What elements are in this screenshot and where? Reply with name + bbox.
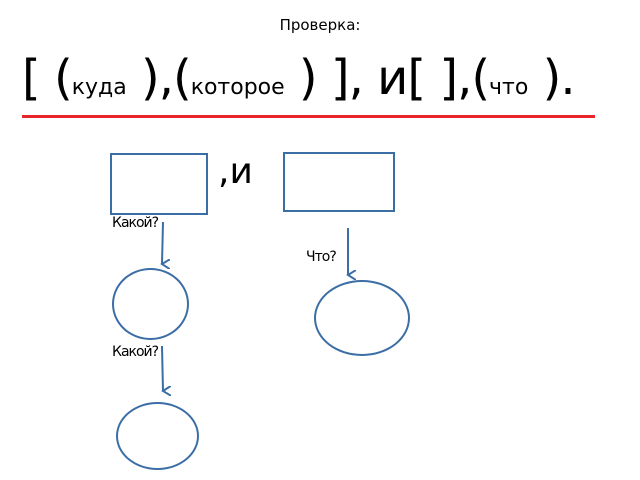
question-left-2: Какой? xyxy=(112,344,159,360)
arrow-left-2 xyxy=(161,345,163,391)
scheme-part-1: [ ( xyxy=(22,50,73,106)
scheme-word-chto: что xyxy=(489,75,529,100)
scheme-part-2: ),( xyxy=(126,50,192,106)
question-left-1: Какой? xyxy=(112,215,159,231)
conjunction: ,и xyxy=(218,151,253,192)
subordinate-clause-oval-3 xyxy=(314,280,410,356)
arrow-left-1 xyxy=(162,221,163,264)
question-right: Что? xyxy=(306,249,337,265)
subordinate-clause-oval-2 xyxy=(116,402,199,470)
scheme-part-3: ) ], и[ ],( xyxy=(284,50,490,106)
main-clause-box-right xyxy=(283,152,395,212)
scheme-word-kotoroe: которое xyxy=(190,75,285,100)
red-divider xyxy=(22,115,595,118)
title: Проверка: xyxy=(279,16,361,34)
main-clause-box-left xyxy=(110,153,208,215)
scheme-part-4: ). xyxy=(528,50,576,106)
subordinate-clause-oval-1 xyxy=(112,268,189,340)
scheme-word-kuda: куда xyxy=(71,75,127,100)
sentence-scheme: [ (куда ),(которое ) ], и[ ],(что ). xyxy=(22,48,576,118)
